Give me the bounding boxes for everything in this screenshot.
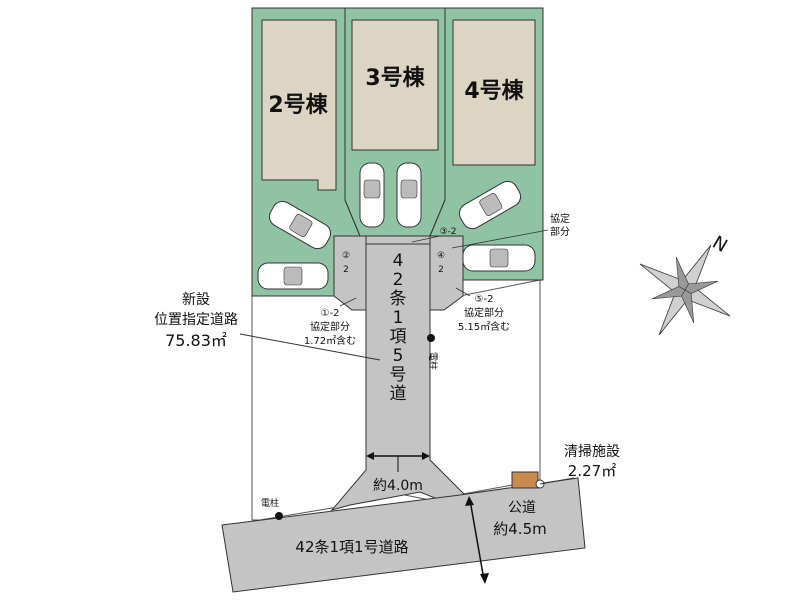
svg-text:2: 2 [393, 270, 404, 290]
compass-north-label: N [709, 232, 731, 257]
agreement-top-leader [451, 229, 549, 249]
building-4-label: 4号棟 [464, 78, 524, 104]
svg-text:号: 号 [390, 365, 407, 385]
agreement-2-id: ② [342, 251, 350, 261]
public-road-type: 公道 [508, 500, 536, 516]
new-road-title-2: 位置指定道路 [154, 312, 238, 328]
public-road-width: 約4.5m [493, 520, 546, 538]
svg-text:4: 4 [393, 251, 404, 271]
svg-text:道: 道 [390, 384, 407, 404]
public-road-width-arrow [469, 499, 485, 581]
car-icon [268, 200, 332, 250]
utility-pole-icon [275, 512, 283, 520]
building-3-label: 3号棟 [365, 65, 425, 91]
svg-text:項: 項 [390, 327, 407, 347]
new-road-area: 75.83㎡ [165, 331, 227, 350]
arrow-up-icon [465, 496, 474, 506]
new-road-title-1: 新設 [182, 292, 210, 308]
agreement-top-label-1: 協定 [550, 212, 570, 225]
agreement-4-sub: 2 [438, 265, 444, 275]
road-width-label: 約4.0m [373, 478, 423, 494]
agreement-5-leader [455, 287, 471, 297]
arrow-down-icon [480, 573, 489, 584]
building-4 [452, 19, 536, 166]
agreement-4-id: ④ [437, 251, 445, 261]
pole-label-1: 電柱 [427, 352, 439, 370]
agreement-5-label: 協定部分 [464, 306, 504, 319]
car-icon [257, 262, 329, 290]
car-icon [458, 180, 522, 230]
road-vertical-label: 4 2 条 1 項 5 号 道 [390, 251, 407, 404]
building-3 [351, 19, 439, 151]
building-2-label: 2号棟 [268, 92, 328, 118]
new-road-leader [239, 333, 381, 361]
cleaning-area: 2.27㎡ [568, 462, 616, 480]
agreement-top-label-2: 部分 [550, 225, 570, 238]
agreement-1-id: ①-2 [321, 308, 340, 319]
arrow-left-icon [366, 452, 374, 460]
agreement-1-note: 1.72㎡含む [304, 334, 356, 347]
utility-pole-icon [427, 334, 435, 342]
svg-text:1: 1 [393, 308, 404, 328]
agreement-1-label: 協定部分 [310, 320, 350, 333]
car-icon [396, 162, 422, 228]
agreement-5-id: ⑤-2 [475, 294, 494, 305]
cleaning-label: 清掃施設 [564, 443, 620, 460]
car-icon [462, 244, 536, 272]
cleaning-leader [539, 477, 575, 485]
building-2 [261, 19, 337, 191]
agreement-1-leader [339, 297, 357, 307]
compass-icon [639, 244, 731, 336]
car-icon [359, 162, 385, 228]
arrow-right-icon [422, 452, 430, 460]
agreement-3-id: ③-2 [439, 227, 456, 237]
svg-text:5: 5 [393, 346, 404, 366]
pole-label-2: 電柱 [261, 497, 279, 509]
public-road-label: 42条1項1号道路 [295, 538, 408, 556]
public-road [221, 477, 586, 593]
agreement-area-2 [333, 235, 367, 311]
svg-text:条: 条 [390, 289, 407, 309]
agreement-3-leader [411, 235, 441, 243]
agreement-5-note: 5.15㎡含む [458, 320, 510, 333]
cleaning-facility [511, 471, 539, 489]
agreement-2-sub: 2 [343, 265, 349, 275]
